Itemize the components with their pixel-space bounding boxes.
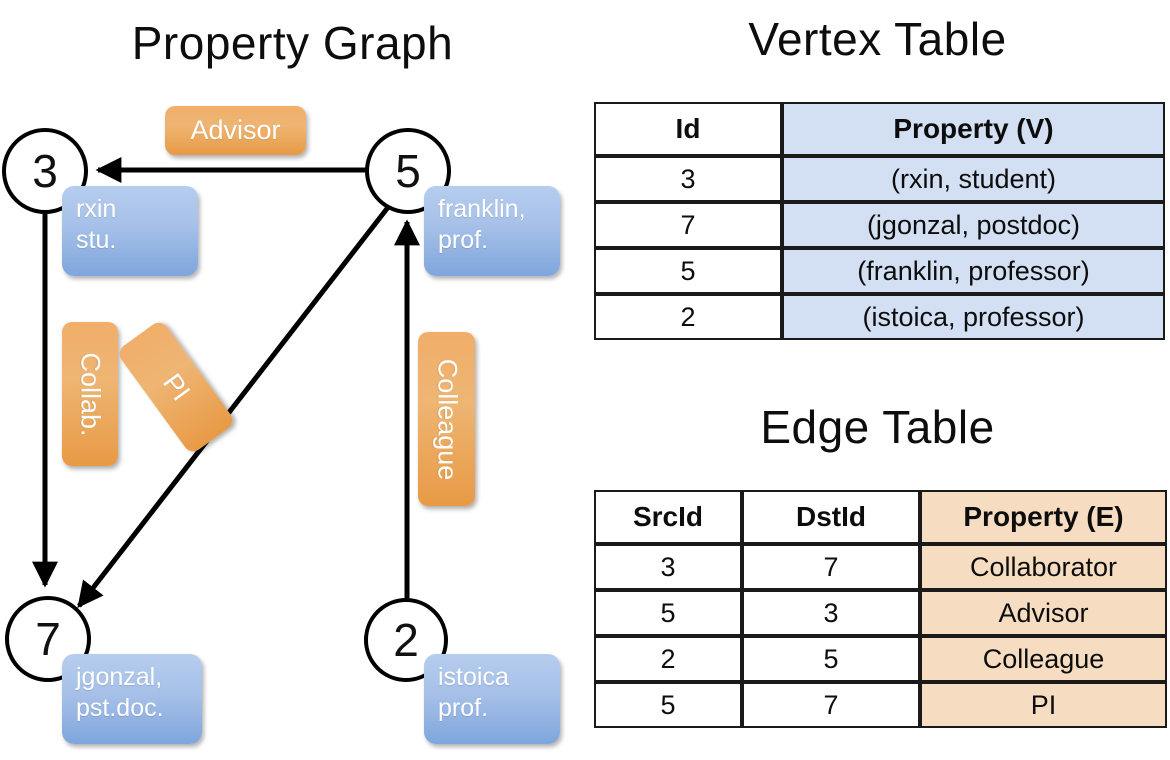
edge-table-cell-srcid: 5 [594,682,742,728]
vertex-table-cell-id: 5 [594,248,782,294]
edge-label-advisor: Advisor [165,106,306,155]
edge-5-to-7 [77,204,391,609]
vertex-node-5[interactable]: 5 [365,128,451,214]
table-row[interactable]: 3 7 Collaborator [594,544,1167,590]
edge-table-header-dstid: DstId [742,490,920,544]
table-row[interactable]: 7 (jgonzal, postdoc) [594,202,1165,248]
vertex-table-cell-property: (istoica, professor) [782,294,1165,340]
vertex-property-box-5: franklin, prof. [424,186,560,276]
graph-edges-svg [32,157,420,609]
edge-label-advisor-text: Advisor [190,115,281,145]
edge-table-cell-property: Advisor [920,590,1167,636]
vertex-property-line-1: franklin, [438,195,526,223]
table-row[interactable]: 5 (franklin, professor) [594,248,1165,294]
table-header-row: Id Property (V) [594,102,1165,156]
page-title-property-graph: Property Graph [131,17,454,69]
table-row[interactable]: 5 7 PI [594,682,1167,728]
table-row[interactable]: 3 (rxin, student) [594,156,1165,202]
vertex-property-line-1: istoica [438,663,509,691]
vertex-table-cell-id: 7 [594,202,782,248]
vertex-property-line-1: rxin [76,195,117,223]
edge-table-cell-srcid: 2 [594,636,742,682]
edge-table-cell-srcid: 5 [594,590,742,636]
edge-table-cell-dstid: 7 [742,544,920,590]
edge-table-cell-dstid: 5 [742,636,920,682]
vertex-table-header-property: Property (V) [782,102,1165,156]
table-row[interactable]: 2 (istoica, professor) [594,294,1165,340]
edge-label-collab: Collab. [62,322,118,466]
edge-table-cell-dstid: 7 [742,682,920,728]
edge-table-cell-srcid: 3 [594,544,742,590]
vertex-property-box-3: rxin stu. [62,186,198,276]
vertex-table-cell-id: 3 [594,156,782,202]
table-row[interactable]: 5 3 Advisor [594,590,1167,636]
edge-label-collab-text: Collab. [75,351,106,437]
vertex-property-box-7: jgonzal, pst.doc. [62,654,202,744]
vertex-property-line-2: prof. [438,693,489,722]
edge-table-cell-dstid: 3 [742,590,920,636]
edge-label-colleague-text: Colleague [432,358,462,480]
vertex-property-line-2: stu. [76,225,117,254]
vertex-table-cell-id: 2 [594,294,782,340]
edge-table: SrcId DstId Property (E) 3 7 Collaborato… [594,490,1167,728]
vertex-table-cell-property: (rxin, student) [782,156,1165,202]
page-title-vertex-table: Vertex Table [748,13,1007,65]
vertex-property-line-1: jgonzal, [76,663,163,691]
edge-label-colleague: Colleague [418,332,475,506]
edge-table-cell-property: PI [920,682,1167,728]
vertex-table-cell-property: (jgonzal, postdoc) [782,202,1165,248]
vertex-node-2[interactable]: 2 [364,598,448,682]
edge-table-header-property: Property (E) [920,490,1167,544]
edge-table-cell-property: Colleague [920,636,1167,682]
property-graph-diagram: 3 5 7 2 rxin stu. franklin, prof. jgonza… [2,106,560,744]
vertex-table-header-id: Id [594,102,782,156]
vertex-table-cell-property: (franklin, professor) [782,248,1165,294]
table-row[interactable]: 2 5 Colleague [594,636,1167,682]
vertex-table: Id Property (V) 3 (rxin, student) 7 (jgo… [594,102,1165,340]
vertex-property-line-2: prof. [438,225,489,254]
edge-label-pi-text: PI [156,367,197,406]
table-header-row: SrcId DstId Property (E) [594,490,1167,544]
edge-table-header-srcid: SrcId [594,490,742,544]
vertex-property-line-2: pst.doc. [76,693,164,722]
edge-table-cell-property: Collaborator [920,544,1167,590]
page-title-edge-table: Edge Table [760,401,995,453]
vertex-property-box-2: istoica prof. [424,654,560,744]
